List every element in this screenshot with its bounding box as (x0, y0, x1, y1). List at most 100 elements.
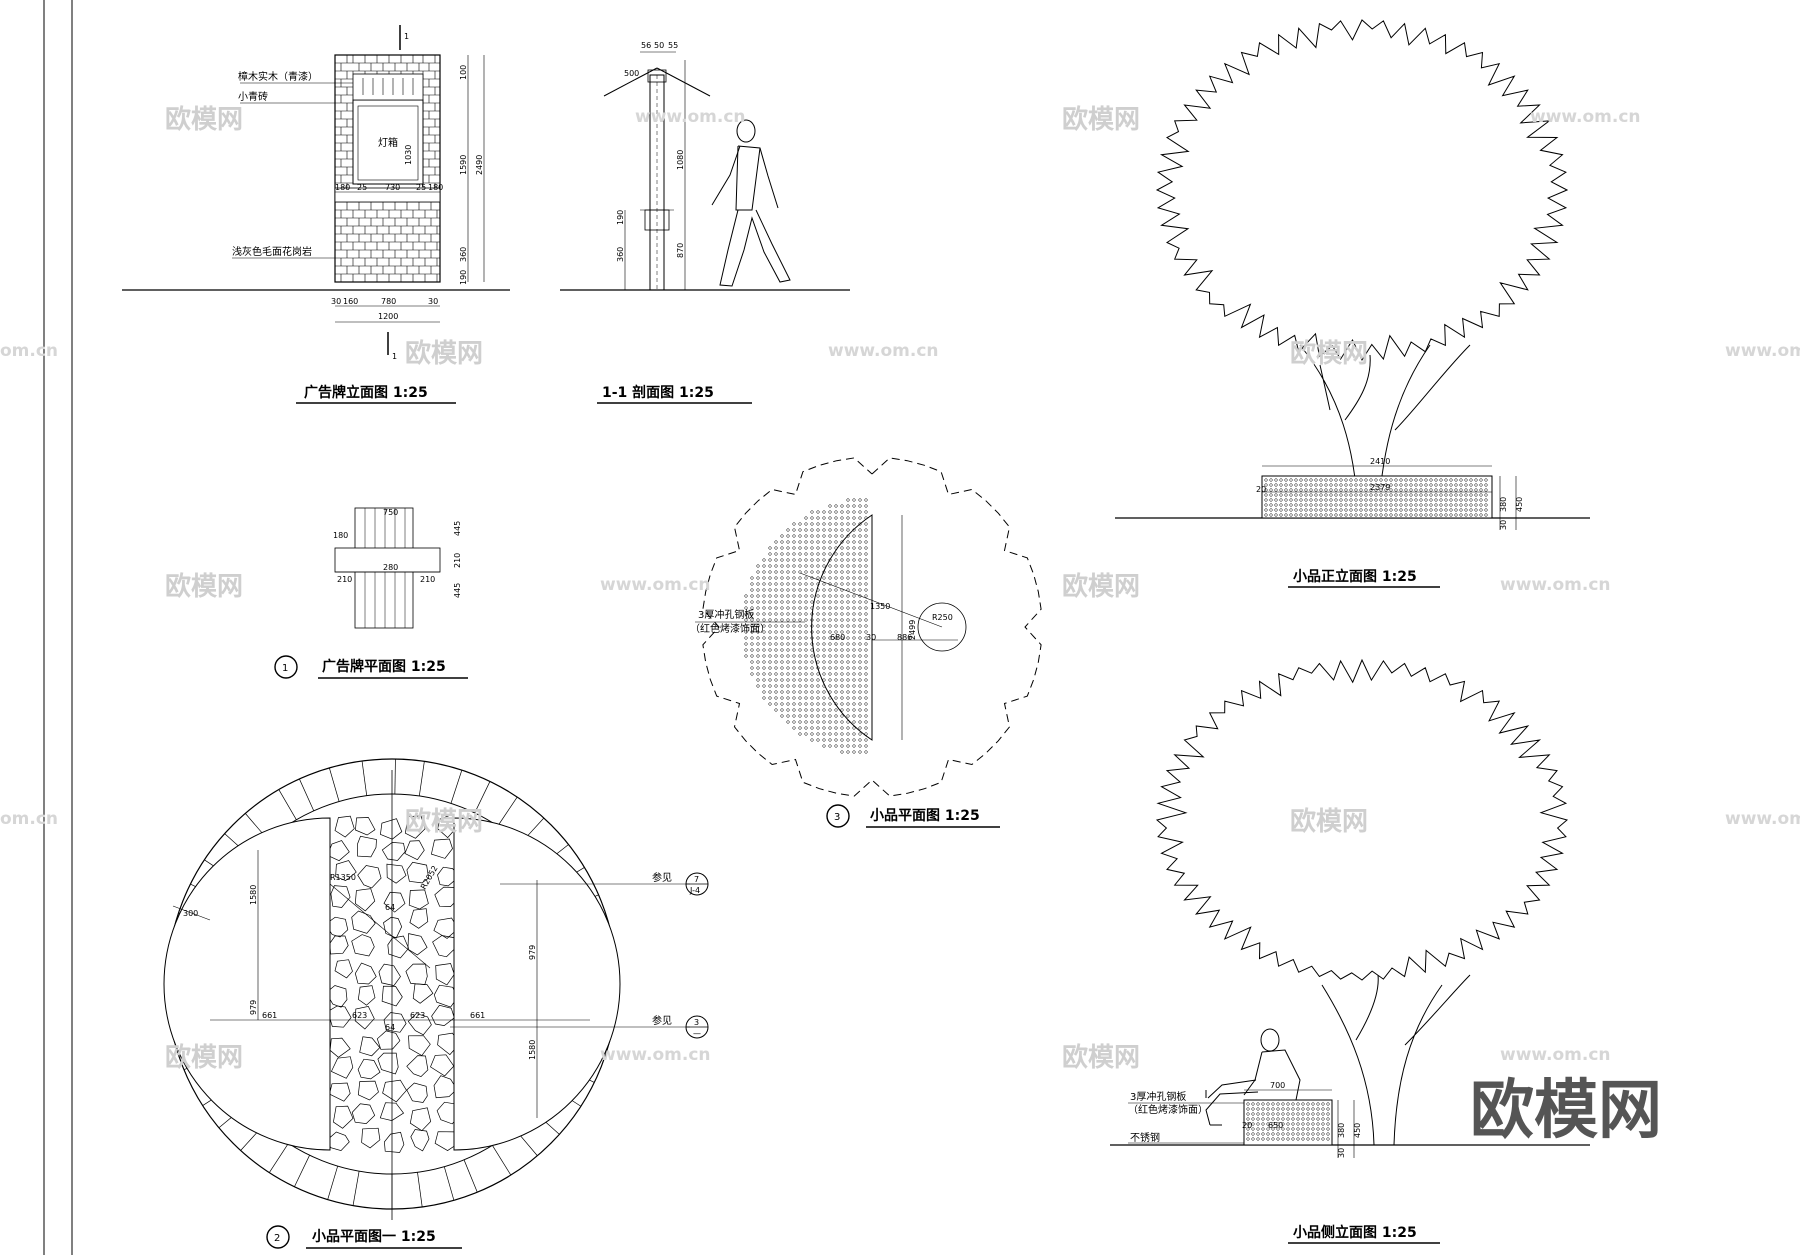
dim-623-a: 623 (352, 1011, 367, 1020)
dim-2499: 2499 (908, 620, 917, 640)
caption-billboard-elevation: 广告牌立面图 1:25 (304, 384, 428, 401)
dim-650: 650 (1268, 1121, 1283, 1130)
label-brick: 小青砖 (238, 90, 268, 103)
marker-2 (266, 1225, 290, 1249)
ref-a-bottom: J-4 (689, 886, 700, 895)
dim-2490: 2490 (475, 155, 484, 175)
billboard-elevation: 1 1 樟木实木（青漆） 小青砖 灯箱 浅灰色毛面花岗岩 1200 780 30… (122, 25, 510, 404)
tree-trunk-circle (917, 602, 967, 652)
ref-b-bottom: — (693, 1029, 701, 1038)
tree-trunk-side (1321, 974, 1471, 1146)
marker-1 (274, 655, 298, 679)
dim-661-a: 661 (262, 1011, 277, 1020)
watermark-cn: 欧模网 (405, 338, 483, 369)
watermarks: 欧模网 欧模网 www.om.cn www.om.cn 欧模网 欧模网 om.c… (0, 104, 1800, 1073)
label-granite: 浅灰色毛面花岗岩 (232, 245, 312, 258)
label-lightbox: 灯箱 (378, 136, 398, 149)
dim-25b: 25 (416, 183, 426, 192)
dim-661-b: 661 (470, 1011, 485, 1020)
dim-680: 680 (830, 633, 845, 642)
tree-canopy-side (1155, 658, 1569, 981)
watermark-cn: 欧模网 (165, 1042, 243, 1073)
caption-feature-front: 小品正立面图 1:25 (1293, 568, 1417, 585)
watermark-url: om.cn (0, 809, 58, 829)
caption-billboard-plan: 广告牌平面图 1:25 (322, 658, 446, 675)
watermark-cn: 欧模网 (1290, 806, 1368, 837)
watermark-url: www.om.cn (600, 575, 711, 595)
dim-190-s: 190 (616, 210, 625, 225)
dim-1030: 1030 (404, 145, 413, 165)
cut-label-bottom: 1 (392, 352, 397, 361)
watermark-url: www.om.cn (1500, 575, 1611, 595)
dim-20-f: 20 (1256, 485, 1266, 494)
dim-2410: 2410 (1370, 457, 1390, 466)
dim-30: 30 (331, 297, 341, 306)
marker-3-label: 3 (834, 812, 840, 823)
marker-1-label: 1 (282, 663, 288, 674)
watermark-cn: 欧模网 (1062, 571, 1140, 602)
label-steel-plate-paint: （红色烤漆饰面） (690, 622, 770, 635)
dim-445-a: 445 (453, 521, 462, 536)
section-1-1: 1080 870 360 190 500 56 50 55 1-1 剖面图 1:… (560, 41, 850, 404)
watermark-cn: 欧模网 (405, 806, 483, 837)
marker-2-label: 2 (274, 1233, 280, 1244)
dim-56: 56 (641, 41, 651, 50)
dim-190: 190 (459, 270, 468, 285)
dim-360: 360 (459, 247, 468, 262)
watermark-url: www.om.cn (1725, 809, 1800, 829)
caption-section: 1-1 剖面图 1:25 (602, 384, 714, 401)
plan-base (334, 547, 441, 573)
dim-20-s: 20 (1242, 1121, 1252, 1130)
dim-780: 780 (381, 297, 396, 306)
dim-1080: 1080 (676, 150, 685, 170)
dim-870: 870 (676, 243, 685, 258)
dim-623-b: 623 (410, 1011, 425, 1020)
watermark-url: www.om.cn (600, 1045, 711, 1065)
dim-300: 300 (183, 909, 198, 918)
dim-R1350: R1350 (330, 873, 356, 882)
dim-1200: 1200 (378, 312, 398, 321)
caption-feature-plan-1: 小品平面图一 1:25 (312, 1229, 436, 1245)
wood-top-band (352, 73, 424, 101)
dim-180b: 180 (428, 183, 443, 192)
dim-64-a: 64 (385, 903, 395, 912)
label-steel-plate: 3厚冲孔钢板 (698, 608, 754, 621)
watermark-cn: 欧模网 (1062, 104, 1140, 135)
dim-450-s: 450 (1353, 1123, 1362, 1138)
watermark-cn: 欧模网 (1290, 338, 1368, 369)
ref-label-a: 参见 (652, 871, 672, 884)
dim-180-p: 180 (333, 531, 348, 540)
dim-30-p: 30 (866, 633, 876, 642)
dim-30b: 30 (428, 297, 438, 306)
ref-label-b: 参见 (652, 1014, 672, 1027)
dim-1350-r: 1350 (870, 602, 890, 611)
dim-210-a: 210 (337, 575, 352, 584)
caption-feature-plan: 小品平面图 1:25 (870, 808, 980, 824)
dim-210-c: 210 (453, 553, 462, 568)
dim-730: 730 (385, 183, 400, 192)
dim-R2052: R2052 (419, 864, 440, 891)
dim-25: 25 (357, 183, 367, 192)
watermark-url: www.om.cn (1500, 1045, 1611, 1065)
watermark-url: www.om.cn (1530, 107, 1641, 127)
seated-person-figure (1205, 1028, 1301, 1126)
label-steel-plate-side: 3厚冲孔钢板 (1130, 1090, 1186, 1103)
dim-886: 886 (897, 633, 912, 642)
tree-canopy-front (1155, 19, 1569, 362)
dim-64-b: 64 (385, 1023, 395, 1032)
canopy-dashed-outline (702, 457, 1042, 797)
dim-210-b: 210 (420, 575, 435, 584)
dim-1580-a: 1580 (249, 885, 258, 905)
dim-30-s: 30 (1337, 1148, 1346, 1158)
watermark-url: om.cn (0, 341, 58, 361)
ref-a-top: 7 (694, 875, 699, 884)
billboard-plan: 750 180 280 210 210 445 210 445 1 广告牌平面图… (274, 507, 468, 679)
label-wood: 樟木实木（青漆） (238, 70, 318, 83)
watermark-cn: 欧模网 (165, 571, 243, 602)
watermark-url: www.om.cn (1725, 341, 1800, 361)
tree-trunk-front (1299, 344, 1471, 519)
wood-mid-band (334, 187, 441, 203)
watermark-url: www.om.cn (635, 107, 746, 127)
